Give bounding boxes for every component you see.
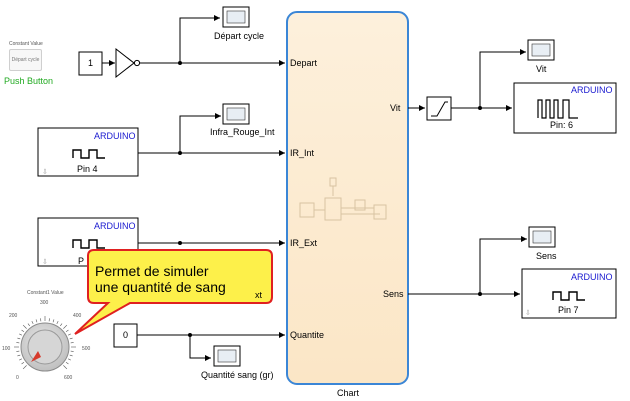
scope-depart-cycle[interactable] xyxy=(222,6,250,28)
scope-quantite-sang[interactable] xyxy=(213,345,241,367)
chart-inner-sketch-icon xyxy=(299,177,387,221)
callout-line-1: Permet de simuler xyxy=(95,263,209,279)
knob-tick-mark xyxy=(27,323,30,327)
knob-tick-600: 600 xyxy=(64,375,73,381)
callout-line-2: une quantité de sang xyxy=(95,279,226,295)
knob-pointer-icon xyxy=(31,351,41,362)
knob-tick-mark xyxy=(17,354,21,357)
chart-output-sens: Sens xyxy=(383,289,404,299)
knob-tick-mark xyxy=(21,362,25,365)
arduino-pin7-pin: Pin 7 xyxy=(558,305,579,315)
scope-vit-label: Vit xyxy=(536,64,547,74)
knob-block[interactable] xyxy=(14,316,76,372)
knob-tick-mark xyxy=(19,358,22,361)
scope-vit[interactable] xyxy=(527,39,555,61)
arduino-pin-ext-pin: P xyxy=(78,256,85,266)
knob-tick-mark xyxy=(19,333,22,336)
svg-text:⇩: ⇩ xyxy=(525,309,531,317)
arduino-pin-ext-title: ARDUINO xyxy=(94,221,136,231)
push-button-caption: Constant Value xyxy=(9,41,43,47)
push-button-name: Push Button xyxy=(4,76,54,86)
knob-tick-mark xyxy=(17,337,21,340)
constant-1-value: 1 xyxy=(88,58,94,68)
knob-tick-300: 300 xyxy=(40,300,49,306)
knob-tick-mark xyxy=(52,319,55,323)
arduino-pin-ext-pin-tail: xt xyxy=(255,290,263,300)
knob-tick-mark xyxy=(60,323,63,327)
knob-tick-mark xyxy=(69,337,73,340)
chart-input-ir-int: IR_Int xyxy=(290,148,315,158)
depart-cycle-button[interactable]: Départ cycle xyxy=(9,49,42,71)
knob-tick-mark xyxy=(65,329,69,332)
knob-tick-mark xyxy=(22,365,27,370)
chart-input-depart: Depart xyxy=(290,58,318,68)
arduino-pin4-block[interactable]: ⇩ xyxy=(37,127,139,177)
scope-quantite-sang-label: Quantité sang (gr) xyxy=(201,370,274,380)
push-button-block[interactable] xyxy=(3,37,47,87)
knob-tick-mark xyxy=(31,321,34,324)
knob-tick-mark xyxy=(35,319,38,323)
knob-tick-mark xyxy=(56,321,59,324)
knob-tick-mark xyxy=(63,365,68,370)
knob-ticks xyxy=(14,316,76,370)
knob-tick-mark xyxy=(69,354,73,357)
knob-tick-200: 200 xyxy=(9,313,18,319)
knob-tick-mark xyxy=(65,362,69,365)
scope-infra-rouge-int[interactable] xyxy=(222,103,250,125)
knob-tick-400: 400 xyxy=(73,313,82,319)
arduino-pin7-block[interactable]: ⇩ xyxy=(521,268,617,319)
knob-tick-mark xyxy=(63,324,68,329)
knob-tick-mark xyxy=(68,333,71,336)
knob-tick-100: 100 xyxy=(2,346,11,352)
knob-tick-500: 500 xyxy=(82,346,91,352)
knob-tick-0: 0 xyxy=(16,375,19,381)
arduino-pin7-title: ARDUINO xyxy=(571,272,613,282)
chart-output-vit: Vit xyxy=(390,103,401,113)
chart-input-quantite: Quantite xyxy=(290,330,325,340)
svg-text:⇩: ⇩ xyxy=(42,258,48,266)
scope-infra-rouge-int-label: Infra_Rouge_Int xyxy=(210,127,275,137)
arduino-pin4-title: ARDUINO xyxy=(94,131,136,141)
scope-sens-label: Sens xyxy=(536,251,557,261)
scope-sens[interactable] xyxy=(528,226,556,248)
arduino-pin6-title: ARDUINO xyxy=(571,85,613,95)
constant-0-value: 0 xyxy=(123,330,129,340)
knob-tick-mark xyxy=(22,324,27,329)
arduino-pin4-pin: Pin 4 xyxy=(77,164,98,174)
svg-text:⇩: ⇩ xyxy=(42,168,48,176)
chart-block[interactable] xyxy=(286,11,409,385)
arduino-pin6-block[interactable] xyxy=(513,82,617,134)
scope-depart-cycle-label: Départ cycle xyxy=(214,31,265,41)
saturation-block[interactable] xyxy=(426,96,452,121)
knob-tick-mark xyxy=(68,358,71,361)
arduino-pin6-pin: Pin: 6 xyxy=(550,120,574,130)
chart-name: Chart xyxy=(337,388,360,398)
callout-text: Permet de simuler une quantité de sang xyxy=(95,263,255,295)
knob-tick-mark xyxy=(21,329,25,332)
callout-bubble xyxy=(74,249,273,335)
not-gate-block[interactable] xyxy=(115,47,141,79)
knob-caption: Constant1 Value xyxy=(27,290,64,296)
chart-input-ir-ext: IR_Ext xyxy=(290,238,318,248)
